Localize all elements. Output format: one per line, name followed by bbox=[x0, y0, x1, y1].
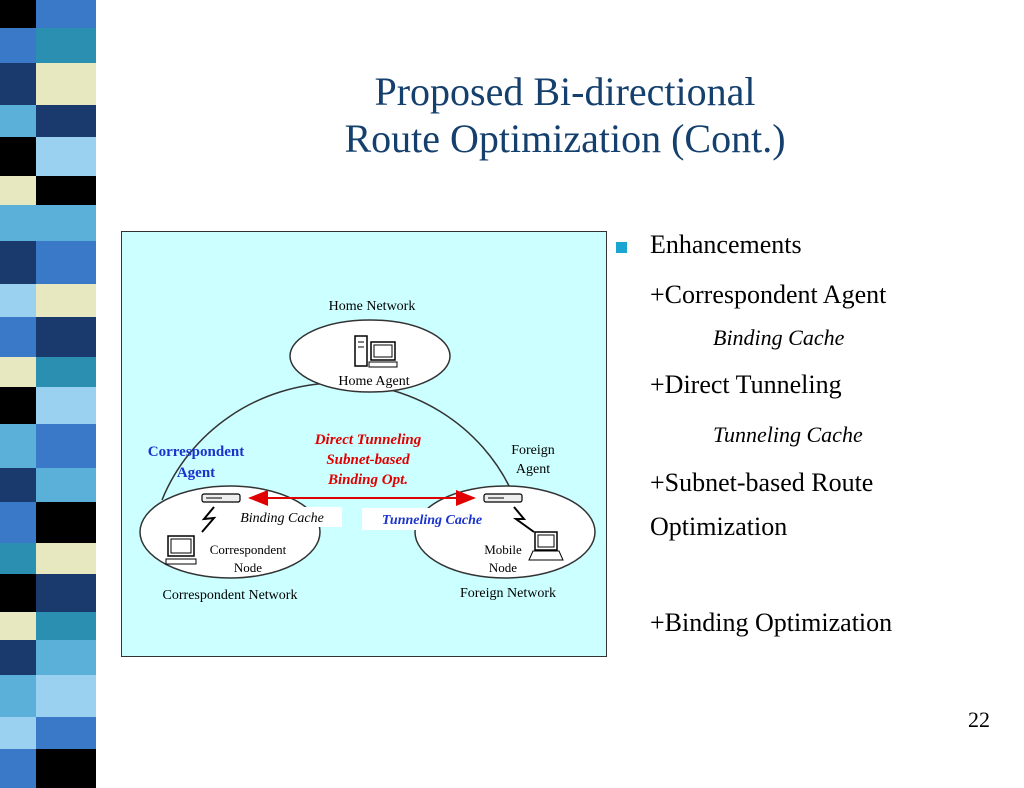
tunneling-cache-label: Tunneling Cache bbox=[382, 513, 482, 528]
bullet-item-1: +Correspondent Agent bbox=[650, 280, 887, 309]
foreign-agent-label-1: Foreign bbox=[511, 443, 555, 458]
network-diagram: Home Network Home Agent Correspondent Ag… bbox=[121, 231, 607, 657]
foreign-wireless-link-icon bbox=[512, 506, 535, 533]
bullet-item-3-line-2: Optimization bbox=[650, 512, 788, 541]
title-line-1: Proposed Bi-directional bbox=[374, 69, 756, 114]
correspondent-wireless-link-icon bbox=[201, 506, 217, 533]
tunnel-text-2: Subnet-based bbox=[326, 452, 410, 468]
network-diagram-svg: Home Network Home Agent Correspondent Ag… bbox=[139, 299, 596, 603]
stripe-segment bbox=[0, 387, 118, 424]
stripe-segment bbox=[0, 749, 118, 788]
foreign-agent-router-icon bbox=[483, 493, 523, 503]
binding-cache-box bbox=[222, 507, 342, 527]
stripe-segment bbox=[0, 105, 118, 137]
bullet-heading: Enhancements bbox=[650, 230, 802, 259]
home-agent-label: Home Agent bbox=[338, 374, 409, 389]
correspondent-agent-label-2: Agent bbox=[177, 465, 215, 481]
decorative-stripe-bar bbox=[0, 0, 118, 788]
stripe-segment bbox=[0, 317, 118, 357]
stripe-segment bbox=[0, 205, 118, 241]
home-agent-computer-icon bbox=[354, 335, 398, 368]
bullet-item-2: +Direct Tunneling bbox=[650, 370, 842, 399]
binding-cache-label: Binding Cache bbox=[240, 511, 324, 526]
stripe-segment bbox=[0, 640, 118, 675]
correspondent-node-label-2: Node bbox=[234, 560, 262, 575]
stripe-segment bbox=[0, 468, 118, 502]
stripe-segment bbox=[0, 574, 118, 612]
tunneling-cache-box bbox=[362, 508, 502, 530]
mobile-node-laptop-icon bbox=[528, 531, 564, 561]
page-number: 22 bbox=[968, 707, 990, 732]
stripe-segment bbox=[0, 241, 118, 284]
title-line-2: Route Optimization (Cont.) bbox=[344, 116, 786, 161]
correspondent-node-label-1: Correspondent bbox=[210, 542, 287, 557]
stripe-segment bbox=[0, 28, 118, 63]
correspondent-agent-router-icon bbox=[201, 493, 241, 503]
bullet-item-1-sub: Binding Cache bbox=[713, 325, 845, 350]
stripe-segment bbox=[0, 63, 118, 105]
tunnel-text-3: Binding Opt. bbox=[327, 472, 408, 488]
stripe-segment bbox=[0, 284, 118, 317]
bullet-item-2-sub: Tunneling Cache bbox=[713, 422, 863, 447]
tunnel-text-1: Direct Tunneling bbox=[314, 432, 422, 448]
bullet-item-3-line-1: +Subnet-based Route bbox=[650, 468, 874, 497]
stripe-segment bbox=[0, 675, 118, 717]
slide-title: Proposed Bi-directional Route Optimizati… bbox=[190, 68, 940, 162]
foreign-agent-label-2: Agent bbox=[516, 462, 550, 477]
stripe-segment bbox=[0, 424, 118, 468]
square-bullet-icon bbox=[616, 242, 627, 253]
mobile-node-label-2: Node bbox=[489, 560, 517, 575]
stripe-segment bbox=[0, 137, 118, 176]
correspondent-agent-label-1: Correspondent bbox=[148, 444, 244, 460]
stripe-segment bbox=[0, 176, 118, 205]
stripe-segment bbox=[0, 717, 118, 749]
mobile-node-label-1: Mobile bbox=[484, 542, 522, 557]
bullet-item-4: +Binding Optimization bbox=[650, 608, 893, 637]
stripe-segment bbox=[0, 543, 118, 574]
stripe-segment bbox=[0, 0, 118, 28]
home-network-label: Home Network bbox=[329, 299, 416, 314]
home-network-ellipse bbox=[289, 319, 451, 393]
stripe-segment bbox=[0, 502, 118, 543]
stripe-segment bbox=[0, 357, 118, 387]
correspondent-network-label: Correspondent Network bbox=[163, 588, 298, 603]
correspondent-node-computer-icon bbox=[165, 535, 197, 565]
foreign-network-label: Foreign Network bbox=[460, 586, 556, 601]
stripe-segment bbox=[0, 612, 118, 640]
